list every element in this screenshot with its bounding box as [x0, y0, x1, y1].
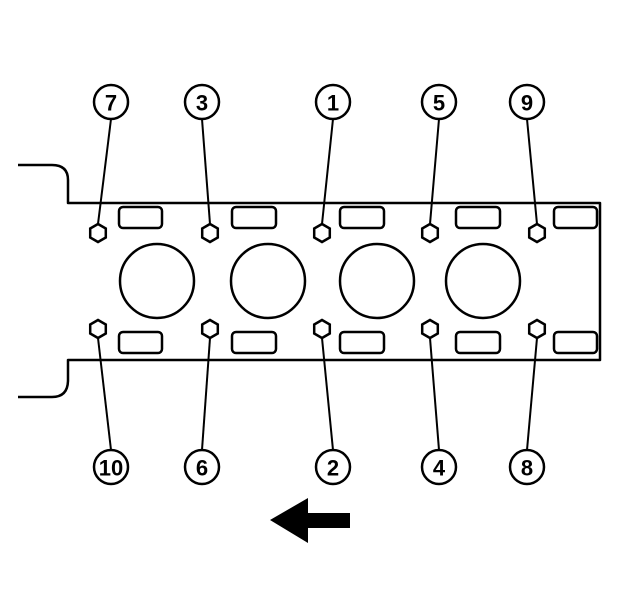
cylinder-bore-1	[118, 242, 196, 320]
gasket-outline	[18, 163, 602, 399]
callout-circle	[420, 448, 458, 486]
gasket-slot	[230, 330, 278, 355]
bolt-hex-icon	[200, 222, 220, 244]
leader-line	[321, 118, 334, 225]
cylinder-bore-3	[338, 242, 416, 320]
leader-line	[97, 337, 112, 451]
callout-circle	[92, 83, 130, 121]
callout-circle	[420, 83, 458, 121]
leader-line	[321, 337, 334, 451]
leader-line	[526, 337, 538, 451]
arrow-left-icon	[270, 498, 350, 543]
bolt-sequence-number: 1	[327, 91, 339, 116]
bolt-hex-icon	[527, 222, 547, 244]
leader-line	[201, 337, 211, 451]
bolt-sequence-number: 6	[196, 456, 208, 481]
bolt-hex-icon	[200, 318, 220, 340]
leader-line	[429, 337, 440, 451]
callout-circle	[508, 83, 546, 121]
gasket-slot	[230, 205, 278, 230]
bolt-hex-icon	[312, 318, 332, 340]
callout-circle	[314, 83, 352, 121]
bolt-sequence-number: 7	[105, 91, 117, 116]
gasket-slot	[552, 205, 599, 230]
bolt-sequence-number: 9	[521, 91, 533, 116]
bolt-sequence-number: 2	[327, 456, 339, 481]
gasket-slot	[117, 330, 164, 355]
callout-circle	[508, 448, 546, 486]
bolt-hex-icon	[420, 318, 440, 340]
leader-line	[97, 118, 112, 225]
leader-line	[526, 118, 538, 225]
callout-circle	[92, 448, 130, 486]
bolt-hex-icon	[88, 222, 108, 244]
leader-line	[201, 118, 211, 225]
callout-circle	[183, 83, 221, 121]
gasket-slot	[338, 330, 386, 355]
bolt-hex-icon	[420, 222, 440, 244]
bolt-hex-icon	[88, 318, 108, 340]
bolt-sequence-number: 8	[521, 456, 533, 481]
bolts-top-row: 7 3 1 5 9	[88, 83, 547, 244]
gasket-slot	[454, 330, 502, 355]
bolt-hex-icon	[312, 222, 332, 244]
callout-circle	[314, 448, 352, 486]
callout-circle	[183, 448, 221, 486]
gasket-slot	[117, 205, 164, 230]
bolt-hex-icon	[527, 318, 547, 340]
bolt-sequence-number: 5	[433, 91, 445, 116]
leader-line	[429, 118, 440, 225]
gasket-slot	[454, 205, 502, 230]
bolt-sequence-number: 4	[433, 456, 446, 481]
gasket-slot	[552, 330, 599, 355]
cylinder-bore-4	[444, 242, 522, 320]
bolt-sequence-number: 10	[99, 456, 123, 481]
bolts-bottom-row: 10 6 2 4 8	[88, 318, 547, 486]
bolt-sequence-number: 3	[196, 91, 208, 116]
gasket-slot	[338, 205, 386, 230]
cylinder-bore-2	[229, 242, 307, 320]
